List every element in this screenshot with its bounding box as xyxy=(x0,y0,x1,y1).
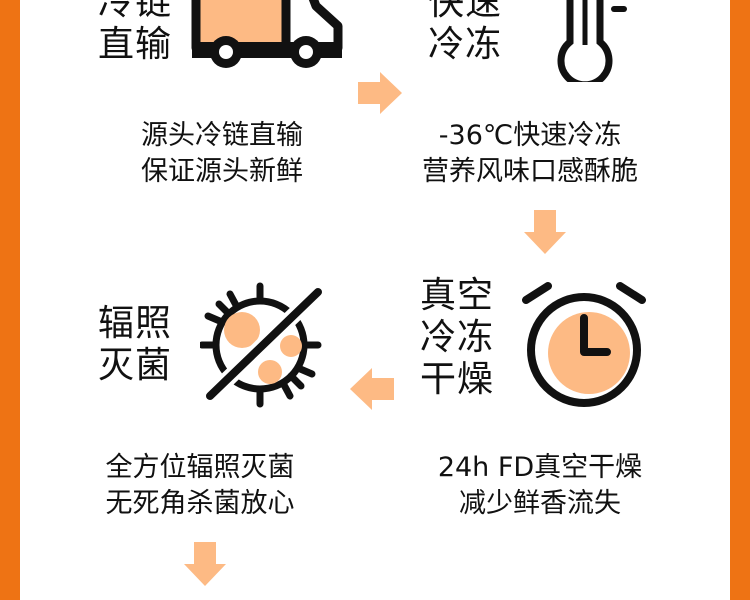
step1-title-line: 冷链 xyxy=(98,0,173,23)
arrow-down-icon xyxy=(524,210,566,254)
step3-desc-line: 24h FD真空干燥 xyxy=(437,452,643,483)
step2-desc-line: 营养风味口感酥脆 xyxy=(422,156,638,187)
step2-desc: -36℃快速冷冻 营养风味口感酥脆 xyxy=(410,118,650,190)
step4-desc-line: 无死角杀菌放心 xyxy=(105,488,295,519)
step3-title-line: 干燥 xyxy=(420,359,495,400)
step2-title-line: 快速 xyxy=(428,0,503,23)
step1-desc: 源头冷链直输 保证源头新鲜 xyxy=(112,118,332,190)
no-virus-icon xyxy=(200,280,326,408)
arrow-down-icon xyxy=(184,542,226,586)
step3-title-line: 真空 xyxy=(420,275,495,316)
arrow-right-icon xyxy=(358,72,402,114)
step1-title: 冷链 直输 xyxy=(98,0,172,66)
step3-title-line: 冷冻 xyxy=(420,317,495,358)
step2-title: 快速 冷冻 xyxy=(428,0,502,66)
step4-title-line: 灭菌 xyxy=(98,345,173,386)
alarm-clock-icon xyxy=(522,280,646,408)
step3-title: 真空 冷冻 干燥 xyxy=(420,275,494,401)
truck-icon xyxy=(188,0,348,75)
step3-desc-line: 减少鲜香流失 xyxy=(459,488,621,519)
step4-desc: 全方位辐照灭菌 无死角杀菌放心 xyxy=(85,450,315,522)
arrow-left-icon xyxy=(350,368,394,410)
step3-desc: 24h FD真空干燥 减少鲜香流失 xyxy=(415,450,665,522)
step2-title-line: 冷冻 xyxy=(428,24,503,65)
step1-desc-line: 源头冷链直输 xyxy=(141,120,303,151)
step1-desc-line: 保证源头新鲜 xyxy=(141,156,303,187)
step2-desc-line: -36℃快速冷冻 xyxy=(438,120,622,151)
step4-title: 辐照 灭菌 xyxy=(98,303,172,387)
thermometer-icon xyxy=(556,0,636,82)
step1-title-line: 直输 xyxy=(98,24,173,65)
step4-desc-line: 全方位辐照灭菌 xyxy=(105,452,295,483)
step4-title-line: 辐照 xyxy=(98,303,173,344)
